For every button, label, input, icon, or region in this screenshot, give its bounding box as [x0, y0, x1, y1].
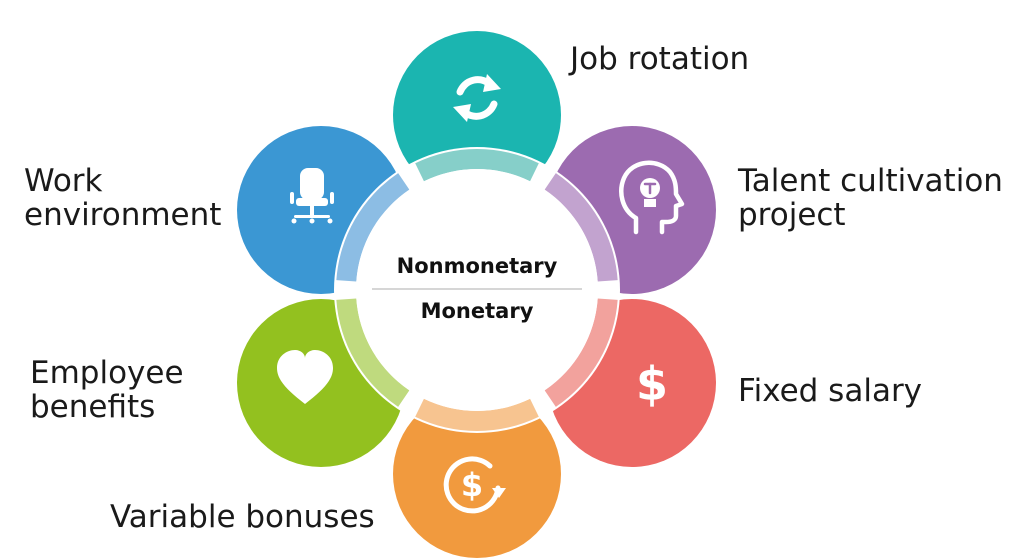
label-fixed-salary: Fixed salary: [738, 374, 922, 408]
svg-text:$: $: [461, 466, 483, 504]
label-talent-cultivation: Talent cultivation project: [738, 164, 1003, 232]
petal-variable-bonuses: [393, 390, 561, 558]
label-employee-benefits-line-1: Employee: [30, 355, 184, 391]
hub-ring: [336, 149, 618, 431]
dollar-icon: $: [636, 357, 668, 411]
label-job-rotation-line-1: Job rotation: [570, 41, 750, 77]
head-lightbulb-icon: [619, 160, 685, 235]
label-work-environment-line-1: Work: [24, 163, 103, 199]
heart-icon: [277, 350, 333, 404]
label-job-rotation: Job rotation: [570, 42, 749, 76]
ring-segment-job-rotation: [415, 149, 539, 182]
center-label-nonmonetary: Nonmonetary: [397, 254, 558, 278]
label-talent-cultivation-line-1: Talent cultivation: [738, 163, 1003, 199]
petal-variable-bonuses-circle: [393, 390, 561, 558]
label-variable-bonuses: Variable bonuses: [110, 500, 375, 534]
hub-inner-disc: [356, 169, 598, 411]
label-variable-bonuses-line-1: Variable bonuses: [110, 499, 375, 535]
label-talent-cultivation-line-2: project: [738, 197, 846, 233]
label-employee-benefits-line-2: benefits: [30, 389, 156, 425]
dollar-cycle-icon: $: [443, 456, 506, 514]
label-fixed-salary-line-1: Fixed salary: [738, 373, 923, 409]
ring-segment-talent-cultivation: [544, 173, 618, 282]
ring-segment-work-environment: [336, 173, 410, 282]
label-work-environment-line-2: environment: [24, 197, 222, 233]
label-work-environment: Work environment: [24, 164, 221, 232]
label-employee-benefits: Employee benefits: [30, 356, 184, 424]
svg-text:$: $: [636, 357, 668, 411]
office-chair-icon: [290, 168, 334, 224]
refresh-icon: [453, 74, 501, 122]
ring-segment-variable-bonuses: [415, 398, 539, 431]
ring-segment-fixed-salary: [544, 298, 618, 407]
center-label-monetary: Monetary: [421, 299, 534, 323]
ring-segment-employee-benefits: [336, 298, 410, 407]
